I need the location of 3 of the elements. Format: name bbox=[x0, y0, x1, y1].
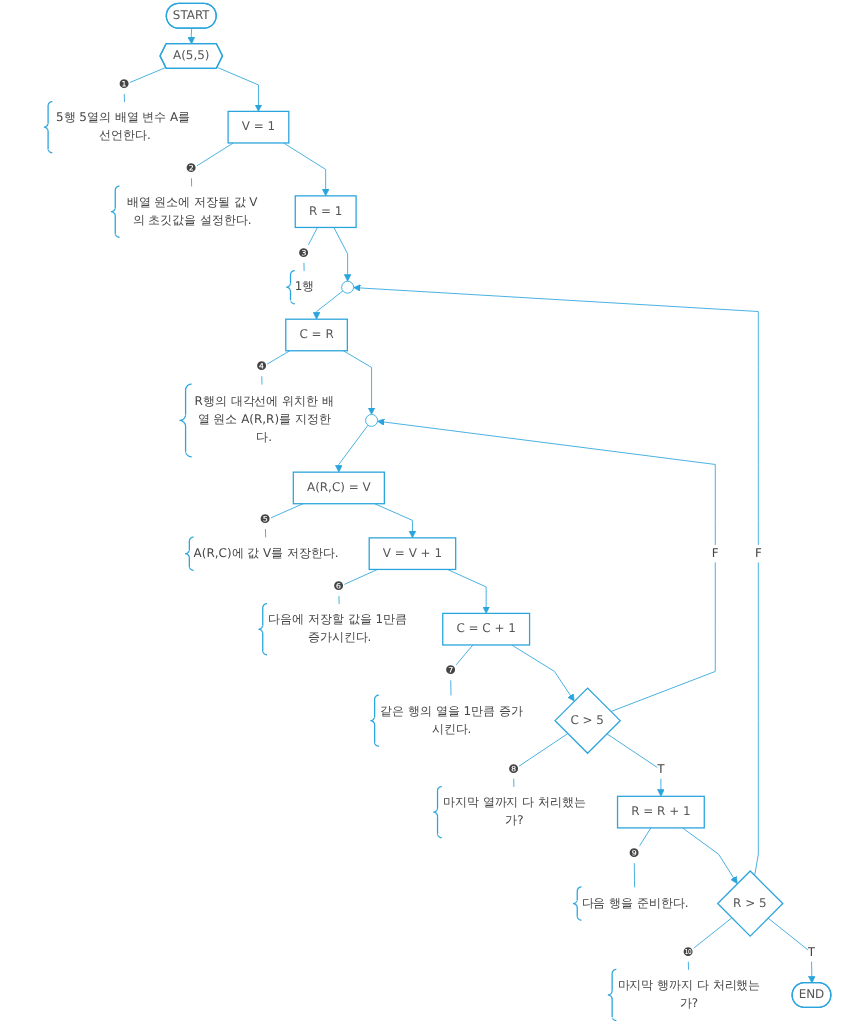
node-circle bbox=[365, 414, 378, 427]
connector bbox=[513, 733, 569, 788]
node-circle bbox=[341, 280, 355, 294]
